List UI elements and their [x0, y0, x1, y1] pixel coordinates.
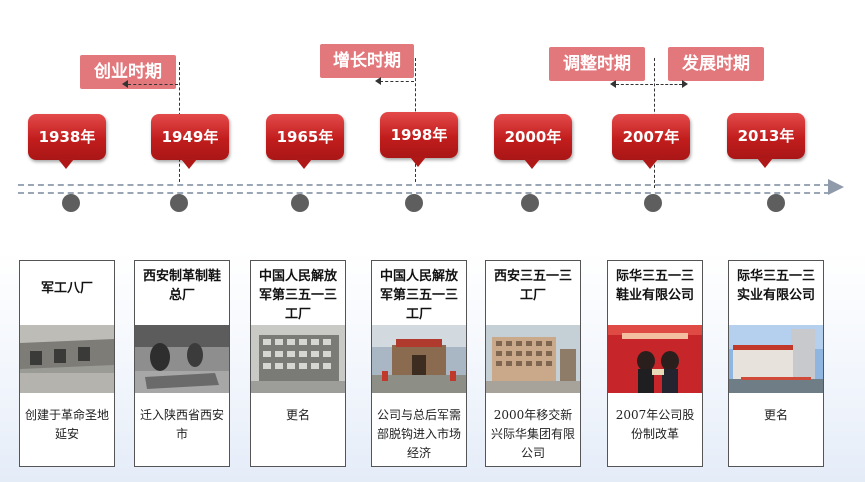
history-card-1938: 军工八厂 创建于革命圣地延安: [19, 260, 115, 467]
period-label-development: 发展时期: [668, 47, 764, 81]
year-badge-2013: 2013年: [727, 113, 805, 168]
arrow-right-icon: [682, 80, 688, 88]
timeline-dot: [644, 194, 662, 212]
card-title: 西安三五一三工厂: [493, 269, 572, 303]
card-title: 西安制革制鞋总厂: [142, 269, 221, 303]
period-arrow-line-adjustment: [616, 84, 653, 85]
card-description: 创建于革命圣地延安: [24, 408, 109, 441]
card-title: 际华三五一三鞋业有限公司: [615, 269, 694, 303]
period-arrow-line-startup: [128, 84, 178, 85]
card-description: 更名: [285, 408, 310, 422]
card-photo: [486, 325, 580, 393]
timeline-dot: [405, 194, 423, 212]
card-photo: [729, 325, 823, 393]
period-arrow-line-development: [656, 84, 682, 85]
year-badge-1938: 1938年: [28, 114, 106, 169]
history-card-2000: 西安三五一三工厂 2000年移交新兴际华集团有限公司: [485, 260, 581, 467]
period-arrow-line-growth: [380, 81, 414, 82]
card-photo: [251, 325, 345, 393]
year-badge-1949: 1949年: [151, 114, 229, 169]
timeline-line: [18, 184, 830, 194]
history-card-1965: 中国人民解放军第三五一三工厂 更名: [250, 260, 346, 467]
card-description: 迁入陕西省西安市: [139, 408, 224, 441]
card-photo: [372, 325, 466, 393]
arrow-left-icon: [122, 80, 128, 88]
card-description: 公司与总后军需部脱钩进入市场经济: [376, 408, 461, 460]
card-title: 际华三五一三实业有限公司: [736, 269, 815, 303]
card-title: 中国人民解放军第三五一三工厂: [379, 269, 458, 322]
history-card-1998: 中国人民解放军第三五一三工厂 公司与总后军需部脱钩进入市场经济: [371, 260, 467, 467]
year-badge-1965: 1965年: [266, 114, 344, 169]
card-photo: [135, 325, 229, 393]
period-label-startup: 创业时期: [80, 55, 176, 89]
year-badge-2007: 2007年: [612, 114, 690, 169]
timeline-dot: [62, 194, 80, 212]
card-photo: [20, 325, 114, 393]
card-photo: [608, 325, 702, 393]
card-title: 中国人民解放军第三五一三工厂: [258, 269, 337, 322]
history-card-1949: 西安制革制鞋总厂 迁入陕西省西安市: [134, 260, 230, 467]
period-label-growth: 增长时期: [320, 44, 414, 78]
card-description: 2000年移交新兴际华集团有限公司: [490, 408, 575, 460]
period-label-adjustment: 调整时期: [549, 47, 645, 81]
timeline-dot: [767, 194, 785, 212]
card-description: 更名: [763, 408, 788, 422]
history-card-2013: 际华三五一三实业有限公司 更名: [728, 260, 824, 467]
card-description: 2007年公司股份制改革: [615, 408, 695, 441]
timeline-dot: [291, 194, 309, 212]
timeline-dot: [521, 194, 539, 212]
year-badge-2000: 2000年: [494, 114, 572, 169]
card-title: 军工八厂: [40, 281, 93, 296]
timeline-arrow-icon: [828, 179, 844, 195]
arrow-left-icon: [610, 80, 616, 88]
arrow-left-icon: [375, 77, 381, 85]
timeline-dot: [170, 194, 188, 212]
year-badge-1998: 1998年: [380, 112, 458, 167]
history-card-2007: 际华三五一三鞋业有限公司 2007年公司股份制改革: [607, 260, 703, 467]
